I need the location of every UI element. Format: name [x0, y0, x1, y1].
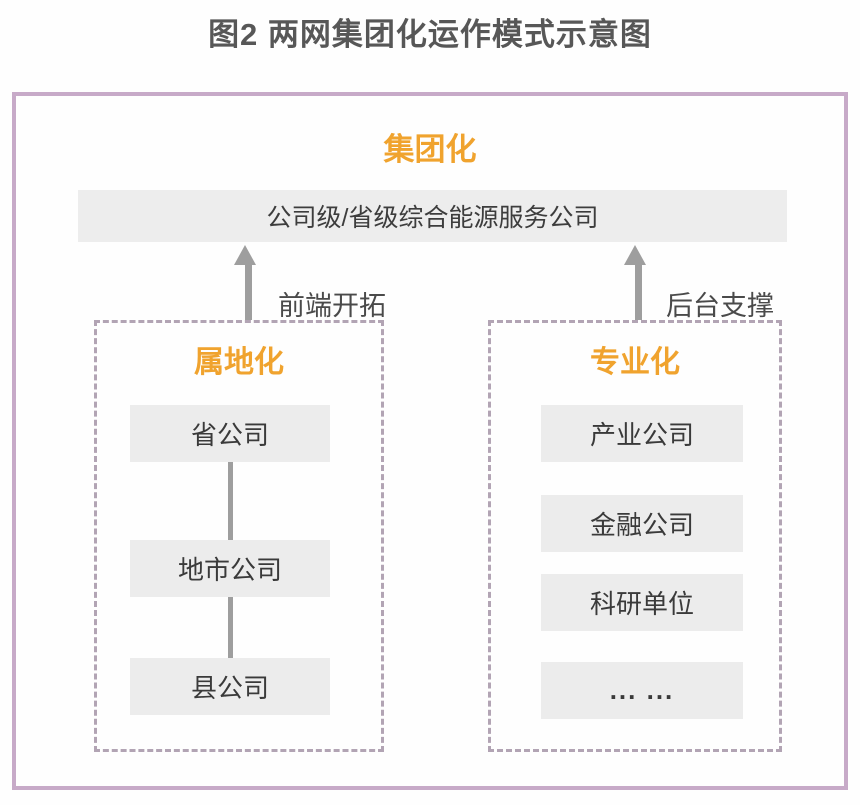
top-company-box: 公司级/省级综合能源服务公司	[78, 190, 787, 242]
connector-line	[228, 597, 233, 658]
connector-line	[228, 462, 233, 540]
county-company-box: 县公司	[130, 658, 330, 715]
arrow-up-icon	[234, 245, 256, 265]
arrow-up-icon	[635, 264, 642, 320]
figure-title: 图2 两网集团化运作模式示意图	[208, 17, 652, 52]
research-unit-box: 科研单位	[541, 574, 743, 631]
finance-company-box: 金融公司	[541, 495, 743, 552]
specialized-section-box: 专业化 产业公司 金融公司 科研单位 ... ...	[488, 320, 782, 752]
city-company-box: 地市公司	[130, 540, 330, 597]
arrow-up-icon	[624, 245, 646, 265]
province-company-box: 省公司	[130, 405, 330, 462]
group-label: 集团化	[383, 132, 477, 167]
left-arrow-label: 前端开拓	[278, 291, 386, 321]
territorial-section-box: 属地化 省公司 地市公司 县公司	[94, 320, 384, 752]
group-frame	[12, 92, 848, 790]
industry-company-box: 产业公司	[541, 405, 743, 462]
specialized-section-title: 专业化	[590, 346, 680, 379]
ellipsis-box: ... ...	[541, 662, 743, 719]
arrow-up-icon	[245, 264, 252, 320]
right-arrow-label: 后台支撑	[666, 291, 774, 321]
territorial-section-title: 属地化	[194, 346, 284, 379]
